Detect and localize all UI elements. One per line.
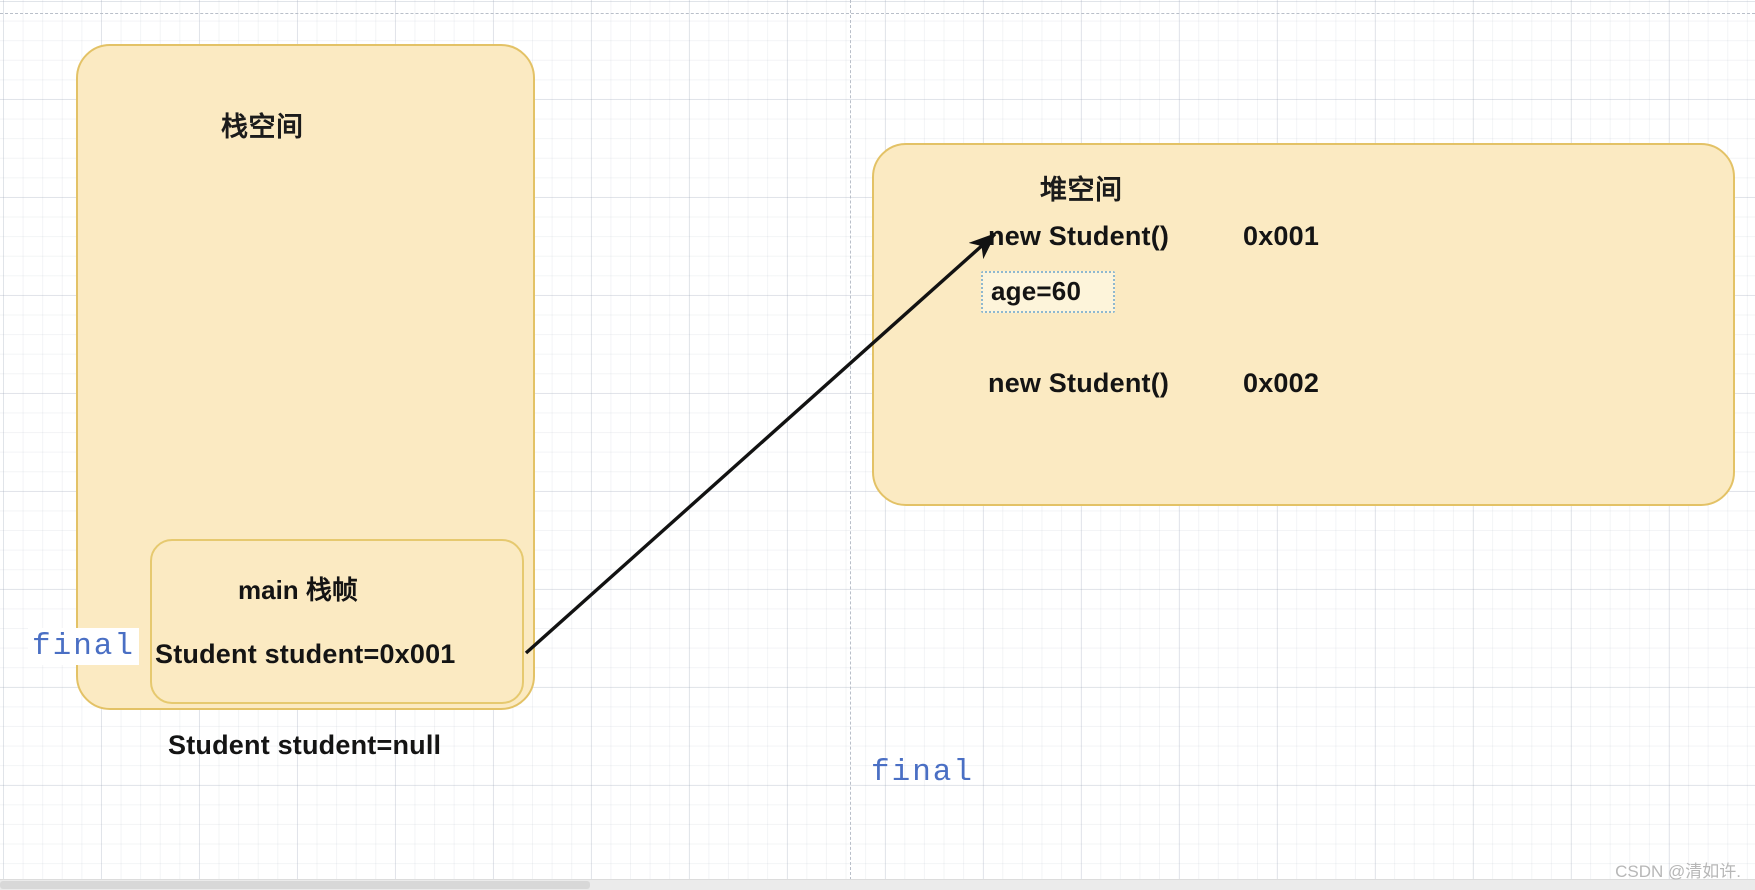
heap-object-1-field-box[interactable]: age=60 — [981, 271, 1115, 313]
main-stack-frame-box[interactable] — [150, 539, 524, 704]
heap-object-1-label: new Student() — [988, 221, 1170, 251]
heap-space-box[interactable] — [872, 143, 1735, 506]
heap-object-1-field: age=60 — [991, 276, 1082, 306]
watermark: CSDN @清如许. — [1615, 862, 1741, 881]
heap-object-2-address: 0x002 — [1243, 368, 1320, 398]
final-annotation-heap: final — [871, 755, 975, 790]
page-break-guide-vertical — [850, 0, 851, 890]
stack-frame-variable: Student student=0x001 — [155, 639, 456, 669]
main-stack-frame-title: main 栈帧 — [238, 575, 358, 605]
horizontal-scrollbar-thumb[interactable] — [0, 881, 590, 889]
heap-object-1-address: 0x001 — [1243, 221, 1320, 251]
page-break-guide-horizontal — [0, 13, 1755, 14]
stack-outer-variable: Student student=null — [168, 730, 442, 760]
final-annotation-stack: final — [28, 628, 140, 665]
heap-space-title: 堆空间 — [1040, 175, 1123, 205]
heap-object-2-label: new Student() — [988, 368, 1170, 398]
stack-space-title: 栈空间 — [221, 112, 304, 142]
horizontal-scrollbar-track[interactable] — [0, 879, 1755, 890]
